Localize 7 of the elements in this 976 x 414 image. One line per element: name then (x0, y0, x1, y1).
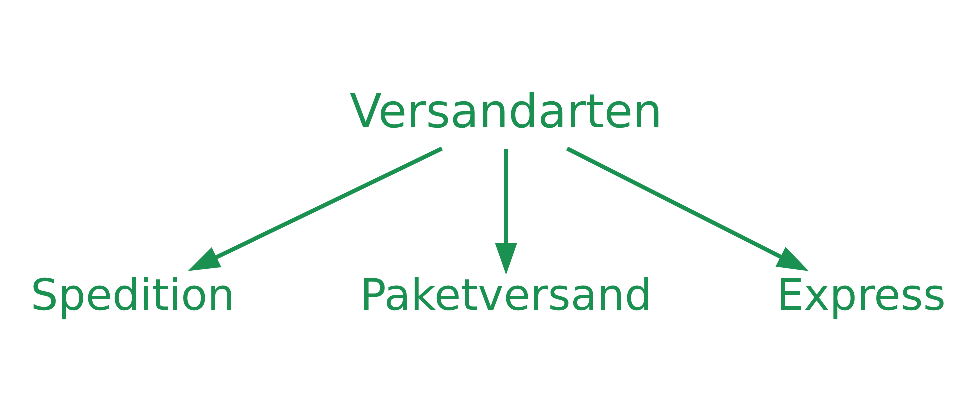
node-text: Express (776, 271, 946, 321)
node-text: Paketversand (360, 271, 652, 321)
arrow (495, 149, 518, 275)
arrow (566, 146, 810, 272)
arrow (188, 146, 444, 272)
node-text: Spedition (30, 271, 236, 321)
node-text: Versandarten (350, 86, 663, 140)
